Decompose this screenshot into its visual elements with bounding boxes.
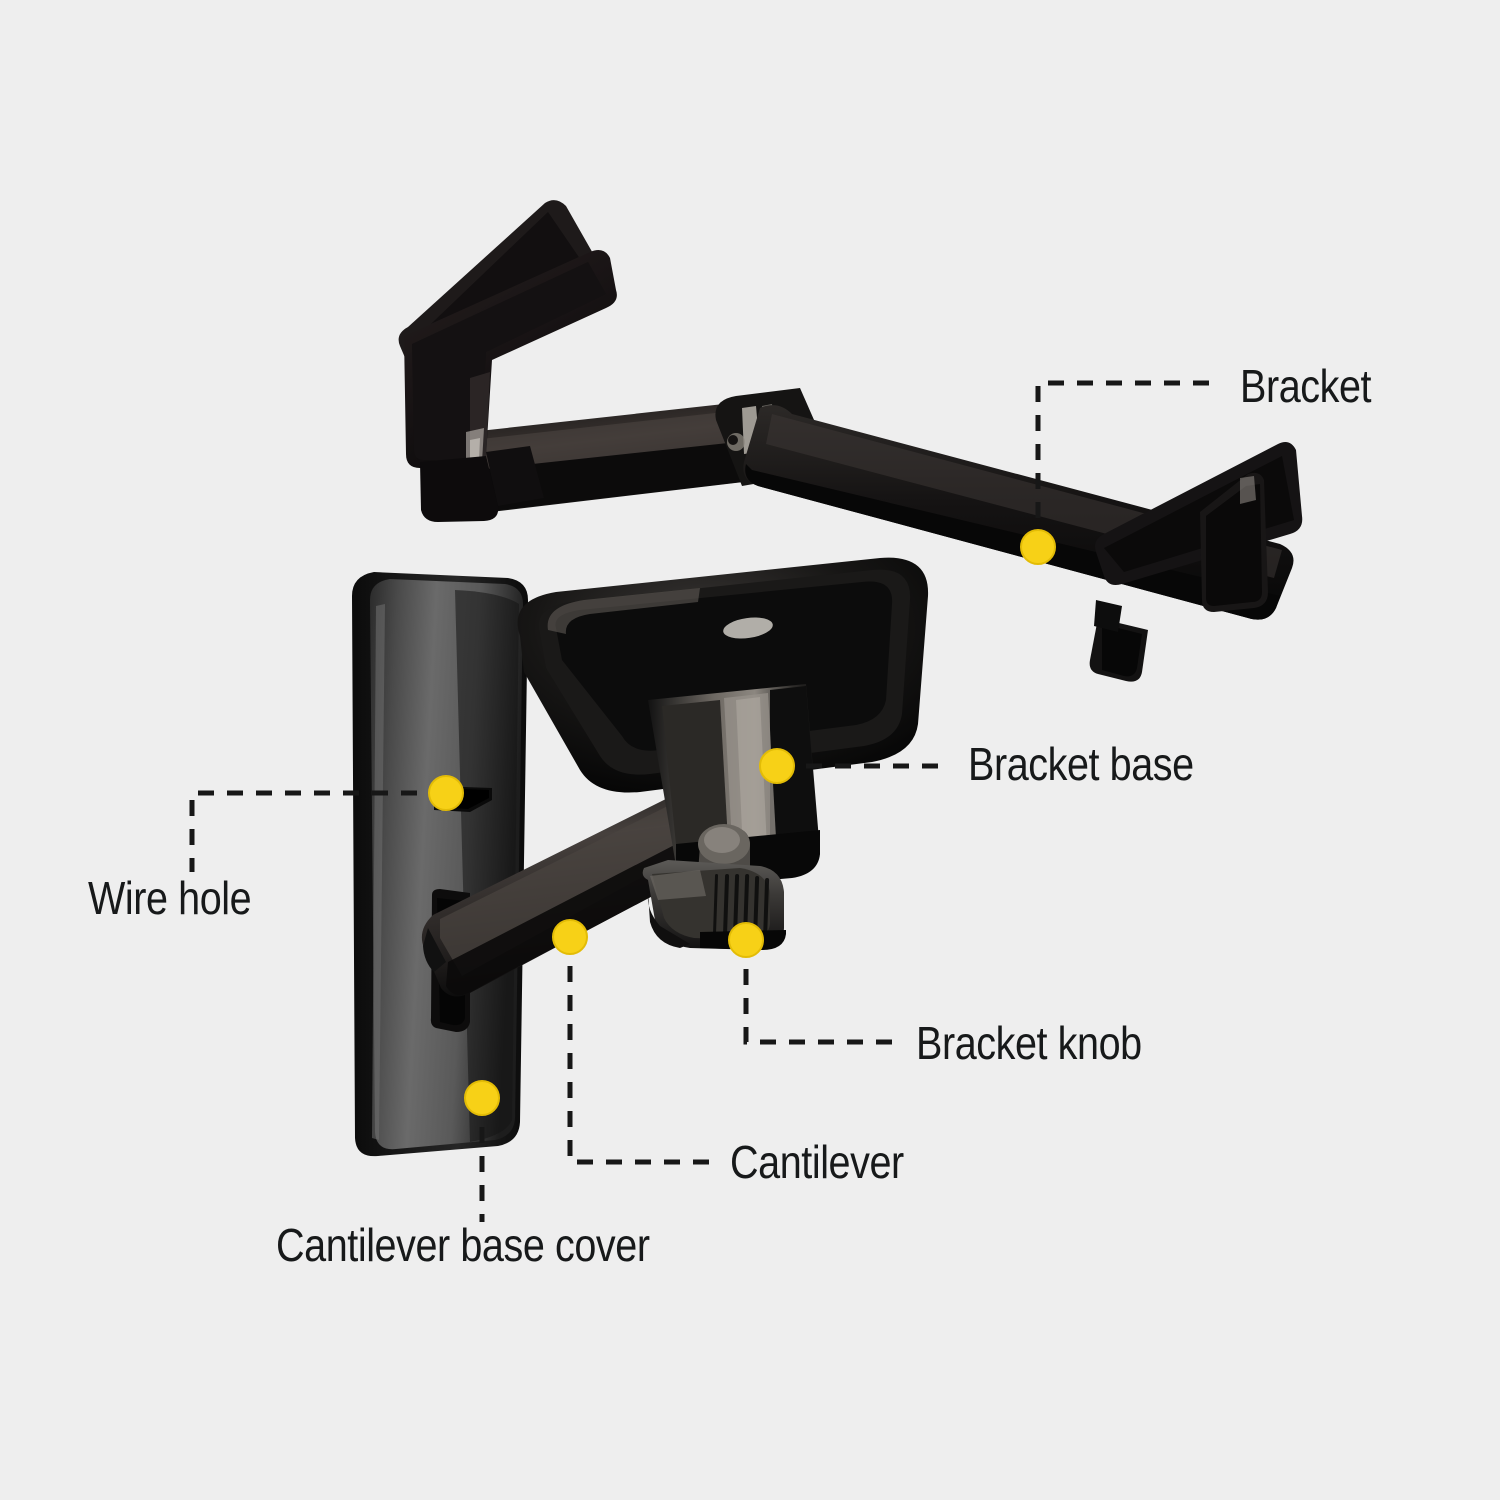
- callout-label-bracket-base: Bracket base: [968, 738, 1194, 790]
- callout-label-cantilever: Cantilever: [730, 1136, 904, 1188]
- callout-label-wire-hole: Wire hole: [88, 872, 252, 924]
- callout-label-cantilever-base-cover: Cantilever base cover: [276, 1219, 650, 1271]
- leader-bracket: [1035, 380, 1222, 547]
- bracket-right-hook-part: [1095, 442, 1303, 612]
- marker-wire-hole[interactable]: [428, 775, 464, 811]
- callout-label-bracket-knob: Bracket knob: [916, 1017, 1142, 1069]
- leader-bracket-knob: [743, 940, 900, 1045]
- marker-bracket-knob[interactable]: [728, 922, 764, 958]
- bracket-left-hook-part: [398, 200, 617, 522]
- marker-cantilever-base-cover[interactable]: [464, 1080, 500, 1116]
- leader-cantilever: [567, 937, 716, 1165]
- marker-bracket-base[interactable]: [759, 748, 795, 784]
- callout-label-bracket: Bracket: [1240, 360, 1372, 412]
- marker-cantilever[interactable]: [552, 919, 588, 955]
- leader-wire-hole: [189, 790, 446, 872]
- marker-bracket[interactable]: [1020, 529, 1056, 565]
